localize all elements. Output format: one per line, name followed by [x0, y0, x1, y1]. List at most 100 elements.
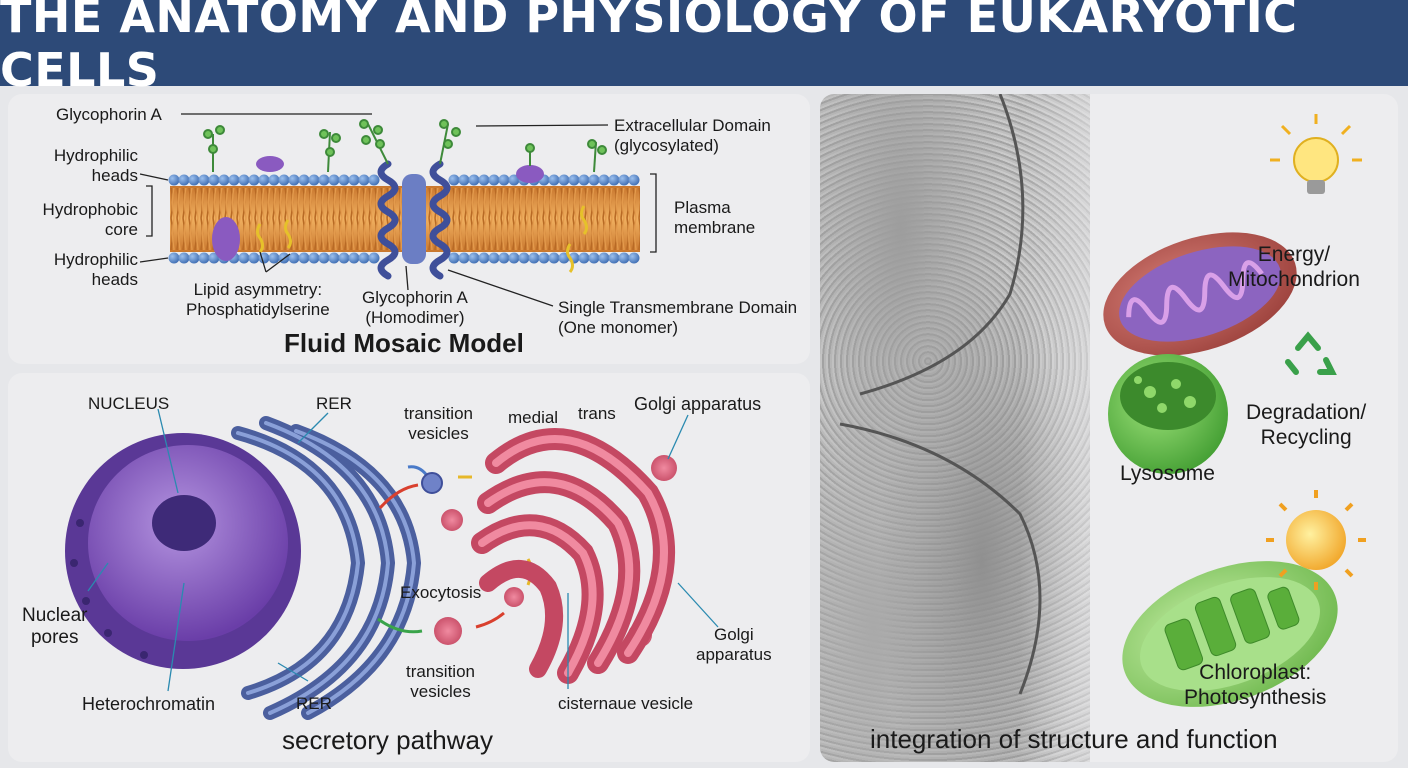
- lipid-heads-top: [168, 174, 640, 186]
- label-lysosome: Lysosome: [1120, 462, 1215, 485]
- sun-icon: [1266, 490, 1366, 590]
- dimer-core: [402, 174, 426, 264]
- label-energy-mitochondrion: Energy/ Mitochondrion: [1228, 243, 1360, 291]
- lipid-head: [308, 174, 320, 186]
- lipid-head: [198, 252, 210, 264]
- membrane-panel: Glycophorin A Hydrophilic heads Hydropho…: [8, 94, 810, 364]
- lipid-head: [328, 174, 340, 186]
- lipid-head: [168, 174, 180, 186]
- lipid-head: [278, 174, 290, 186]
- membrane-leader-lines: [139, 113, 657, 307]
- lipid-head: [618, 252, 630, 264]
- lipid-head: [468, 252, 480, 264]
- lipid-head: [188, 174, 200, 186]
- label-degradation-recycling: Degradation/ Recycling: [1246, 401, 1367, 449]
- lipid-head: [508, 174, 520, 186]
- lipid-head: [368, 174, 380, 186]
- lipid-head: [238, 174, 250, 186]
- lipid-head: [548, 174, 560, 186]
- label-transition-vesicles-top: transition vesicles: [404, 404, 473, 443]
- nucleolus: [152, 495, 216, 551]
- lipid-head: [588, 174, 600, 186]
- integration-panel: Energy/ Mitochondrion Degradation/ Recyc…: [820, 94, 1398, 762]
- label-heterochromatin: Heterochromatin: [82, 694, 216, 714]
- lipid-head: [248, 252, 260, 264]
- lipid-head: [238, 252, 250, 264]
- rough-er-lumen: [236, 421, 417, 715]
- label-transition-vesicles-bottom: transition vesicles: [406, 662, 475, 701]
- label-golgi-apparatus-top: Golgi apparatus: [634, 394, 762, 414]
- lipid-head: [298, 252, 310, 264]
- lipid-head: [468, 174, 480, 186]
- lipid-head: [338, 174, 350, 186]
- peripheral-protein: [256, 156, 284, 172]
- lipid-head: [578, 252, 590, 264]
- lipid-head: [598, 174, 610, 186]
- lipid-head: [608, 174, 620, 186]
- label-rer-top: RER: [316, 394, 352, 413]
- lipid-head: [308, 252, 320, 264]
- chloroplast: [1122, 561, 1338, 707]
- lipid-head: [258, 174, 270, 186]
- caption-fluid-mosaic: Fluid Mosaic Model: [284, 328, 524, 358]
- lipid-head: [348, 174, 360, 186]
- lipid-head: [328, 252, 340, 264]
- lipid-head: [558, 174, 570, 186]
- lipid-head: [488, 174, 500, 186]
- phosphatidylserine-lipids: [256, 205, 588, 273]
- label-medial: medial: [508, 408, 559, 427]
- lipid-head: [618, 174, 630, 186]
- lipid-head: [488, 252, 500, 264]
- label-trans: trans: [578, 404, 616, 423]
- lipid-head: [268, 174, 280, 186]
- label-single-transmembrane-domain: Single Transmembrane Domain (One monomer…: [558, 298, 798, 337]
- secretory-illustration: [65, 408, 719, 720]
- lipid-head: [368, 252, 380, 264]
- lipid-head: [498, 252, 510, 264]
- lipid-head: [198, 174, 210, 186]
- label-rer-bottom: RER: [296, 694, 332, 713]
- label-plasma-membrane: Plasma membrane: [674, 198, 756, 237]
- lipid-head: [478, 174, 490, 186]
- mitochondrion: [1103, 232, 1297, 356]
- lipid-head: [358, 174, 370, 186]
- lipid-head: [478, 252, 490, 264]
- label-glycophorin-a: Glycophorin A: [56, 105, 162, 124]
- lipid-head: [228, 174, 240, 186]
- label-hydrophobic-core: Hydrophobic core: [42, 200, 138, 239]
- title-banner: THE ANATOMY AND PHYSIOLOGY OF EUKARYOTIC…: [0, 0, 1408, 97]
- lipid-head: [248, 174, 260, 186]
- lipid-head: [218, 174, 230, 186]
- lipid-head: [208, 174, 220, 186]
- lipid-head: [458, 252, 470, 264]
- label-lipid-asymmetry: Lipid asymmetry: Phosphatidylserine: [186, 280, 330, 319]
- label-nuclear-pores: Nuclear pores: [22, 605, 88, 648]
- label-exocytosis: Exocytosis: [400, 583, 482, 602]
- lipid-head: [628, 174, 640, 186]
- lipid-head: [518, 252, 530, 264]
- lipid-head: [588, 252, 600, 264]
- lipid-head: [188, 252, 200, 264]
- label-golgi-apparatus-right: Golgi apparatus: [696, 625, 772, 664]
- lipid-head: [168, 252, 180, 264]
- secretory-leader-lines: [87, 408, 719, 692]
- micrograph-membranes: [839, 94, 1042, 695]
- lipid-head: [568, 174, 580, 186]
- secretory-panel: NUCLEUS RER transition vesicles medial t…: [8, 373, 810, 762]
- organelle-illustrations: [839, 94, 1366, 707]
- lipid-head: [448, 252, 460, 264]
- lipid-head: [628, 252, 640, 264]
- glycophorin-dimer: [377, 160, 451, 280]
- caption-integration: integration of structure and function: [870, 724, 1278, 754]
- nuclear-pores-dots: [70, 519, 148, 659]
- lipid-head: [288, 252, 300, 264]
- lipid-head: [448, 174, 460, 186]
- lipid-head: [528, 252, 540, 264]
- golgi-cisternae: [471, 428, 675, 684]
- caption-secretory-pathway: secretory pathway: [282, 725, 493, 755]
- peripheral-protein-right: [516, 165, 544, 183]
- label-glycophorin-homodimer: Glycophorin A (Homodimer): [362, 288, 468, 327]
- lipid-head: [608, 252, 620, 264]
- label-hydrophilic-heads-bottom: Hydrophilic heads: [53, 250, 138, 289]
- lipid-head: [598, 252, 610, 264]
